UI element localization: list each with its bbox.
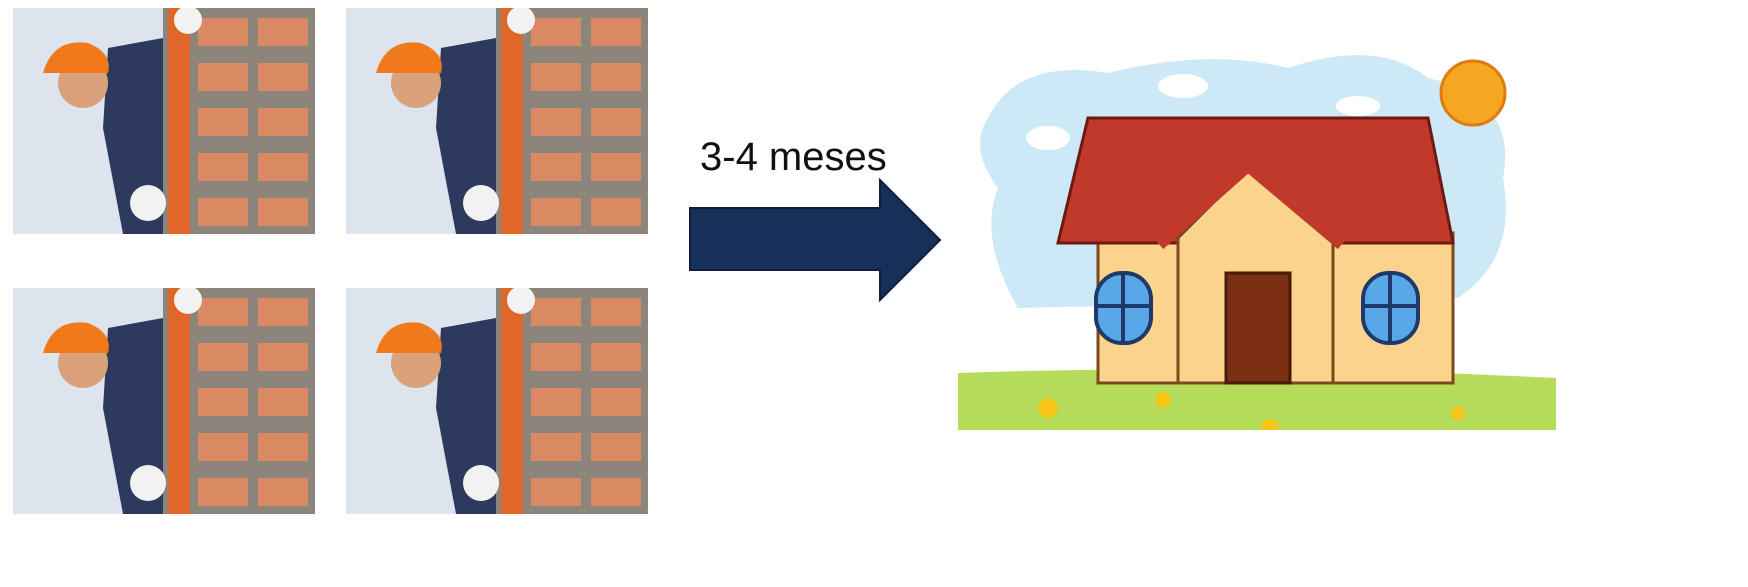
house-illustration <box>958 55 1556 430</box>
arrow-right-icon <box>689 178 942 302</box>
duration-label: 3-4 meses <box>700 135 887 179</box>
worker-photo-2 <box>346 8 648 234</box>
worker-photo-1 <box>13 8 315 234</box>
worker-photo-3 <box>13 288 315 514</box>
worker-photo-4 <box>346 288 648 514</box>
